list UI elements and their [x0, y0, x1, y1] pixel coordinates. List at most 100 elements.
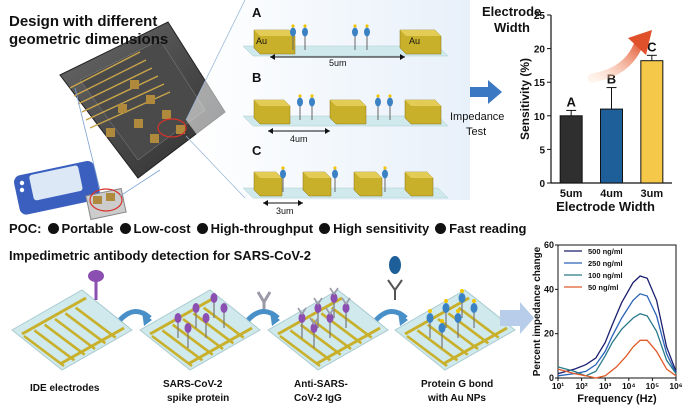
- ide-bus: [277, 296, 343, 336]
- x-axis-title: Frequency (Hz): [577, 393, 657, 405]
- ide-chip: [267, 289, 389, 371]
- electrode-width-label-line2: Width: [494, 20, 530, 35]
- step1-label: IDE electrodes: [30, 383, 100, 394]
- ide-finger: [151, 334, 193, 368]
- step-arrowhead: [270, 312, 280, 326]
- ide-bus: [21, 296, 87, 336]
- ide-finger: [330, 306, 373, 339]
- spike-protein: [342, 303, 350, 313]
- ide-finger: [171, 323, 214, 356]
- bar-label-C: C: [647, 39, 657, 54]
- panel-a-label: A: [252, 5, 262, 20]
- y-tick-label: 0: [549, 373, 554, 383]
- au-nanoparticle: [310, 94, 314, 98]
- poc-item-portable: Portable: [61, 221, 114, 236]
- ide-bus: [187, 326, 253, 366]
- x-tick-label: 5um: [560, 188, 583, 200]
- bullet-icon: [196, 223, 208, 234]
- x-tick-label: 10⁴: [622, 381, 636, 391]
- panel-b-label: B: [252, 70, 262, 85]
- protein-blob: [382, 169, 388, 179]
- y-tick-label: 40: [544, 284, 554, 294]
- igg-icon: [325, 307, 335, 316]
- poc-item-fast-reading: Fast reading: [449, 221, 527, 236]
- ide-finger: [43, 323, 86, 356]
- legend-label: 50 ng/ml: [588, 283, 618, 292]
- bar-label-A: A: [566, 94, 576, 109]
- impedance-test-line2: Test: [466, 126, 487, 138]
- igg-icon: [313, 297, 323, 306]
- ide-finger: [279, 334, 321, 368]
- spike-protein-icon-head: [88, 270, 104, 282]
- ide-bus: [59, 326, 125, 366]
- workflow-diagram: [11, 256, 534, 371]
- ide-bus: [404, 296, 470, 336]
- igg-icon: [297, 307, 307, 316]
- spike-protein: [310, 323, 318, 333]
- y-tick-label: 25: [534, 11, 546, 22]
- gap-c-label: 3um: [276, 206, 294, 216]
- ide-finger: [457, 306, 500, 339]
- spike-protein: [210, 293, 218, 303]
- ide-finger: [299, 323, 342, 356]
- bar-4um: [600, 108, 623, 184]
- impedance-arrow-icon: [470, 80, 502, 104]
- step-arrowhead: [398, 312, 408, 326]
- plot-frame: [557, 244, 677, 379]
- au-nanoparticle: [460, 289, 464, 293]
- y-tick-label: 20: [534, 45, 546, 56]
- au-nanoparticle: [281, 166, 285, 170]
- ide-bus: [442, 326, 508, 366]
- bar-3um: [640, 60, 664, 184]
- au-nanoparticle: [365, 24, 369, 28]
- au-label-left: Au: [256, 36, 268, 46]
- ide-finger: [74, 306, 117, 339]
- ide-finger: [192, 312, 235, 345]
- bar-label-B: B: [607, 72, 616, 87]
- protein-g: [458, 293, 466, 303]
- highlight-ellipse: [157, 118, 187, 138]
- protein-blob: [352, 27, 358, 37]
- y-tick-label: 10: [534, 112, 546, 123]
- ide-bus: [315, 326, 381, 366]
- spike-protein: [184, 323, 192, 333]
- gold-electrode-top: [254, 100, 290, 106]
- step-arrow: [374, 309, 408, 322]
- arrowhead: [325, 128, 330, 134]
- protein-blob: [332, 169, 338, 179]
- au-nanoparticle: [333, 166, 337, 170]
- gold-electrode-top: [400, 30, 441, 36]
- step3-label-line2: CoV-2 IgG: [294, 393, 342, 404]
- au-nanoparticle: [353, 24, 357, 28]
- igg-icon: [309, 317, 319, 326]
- trend-arrowhead: [628, 30, 652, 55]
- ide-chip: [139, 289, 261, 371]
- spike-protein: [298, 313, 306, 323]
- bullet-icon: [319, 223, 331, 234]
- gold-electrode-top: [330, 100, 366, 106]
- ide-finger: [406, 334, 448, 368]
- x-tick-label: 10³: [599, 381, 611, 391]
- igg-icon: [329, 287, 339, 296]
- x-tick-label: 4um: [600, 188, 623, 200]
- bullet-icon: [119, 223, 131, 234]
- spike-protein: [326, 313, 334, 323]
- protein-g: [442, 303, 450, 313]
- step-arrowhead: [142, 312, 152, 326]
- x-tick-label: 3um: [641, 188, 664, 200]
- protein-blob: [364, 27, 370, 37]
- protein-blob: [297, 97, 303, 107]
- gold-electrode-top: [254, 30, 295, 36]
- protein-blob: [387, 97, 393, 107]
- protein-blob: [280, 169, 286, 179]
- igg-icon: [341, 297, 351, 306]
- gap-b-label: 4um: [290, 134, 308, 144]
- x-tick-label: 10⁵: [646, 381, 659, 391]
- electrode-panel-c: [242, 166, 449, 206]
- chip-photo: [59, 21, 226, 179]
- step2-label-line2: spike protein: [167, 393, 230, 404]
- x-tick-label: 10⁶: [669, 381, 682, 391]
- y-tick-label: 20: [544, 329, 554, 339]
